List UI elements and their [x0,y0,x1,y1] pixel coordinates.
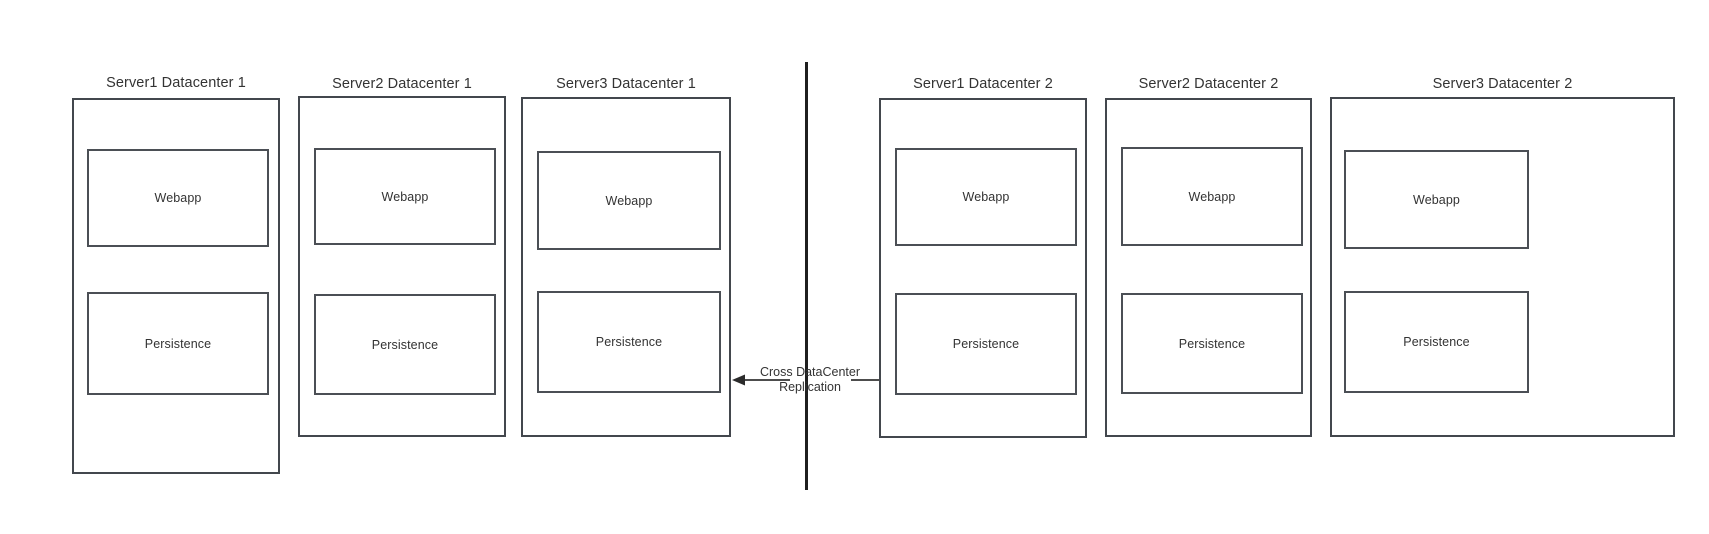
webapp-label-dc2-s3: Webapp [1413,192,1460,207]
server-title-dc2-s1: Server1 Datacenter 2 [913,76,1053,92]
server-box-dc1-s1[interactable]: Webapp Persistence [72,98,280,474]
webapp-label-dc1-s1: Webapp [154,191,202,205]
persistence-box-dc1-s3[interactable]: Persistence [537,291,721,393]
webapp-box-dc2-s3[interactable]: Webapp [1344,150,1529,249]
server-box-dc2-s3[interactable]: Webapp Persistence [1330,97,1675,437]
server-title-dc2-s2: Server2 Datacenter 2 [1138,76,1279,92]
webapp-label-dc2-s1: Webapp [962,190,1010,204]
server-box-dc2-s2[interactable]: Webapp Persistence [1105,98,1312,437]
server-title-dc2-s3: Server3 Datacenter 2 [1432,76,1573,92]
server-title-dc1-s2: Server2 Datacenter 1 [332,76,472,92]
webapp-label-dc1-s3: Webapp [605,193,653,208]
server-box-dc1-s3[interactable]: Webapp Persistence [521,97,731,437]
persistence-label-dc1-s3: Persistence [595,335,663,349]
server-box-dc2-s1[interactable]: Webapp Persistence [879,98,1087,438]
persistence-label-dc2-s2: Persistence [1178,336,1246,351]
persistence-box-dc2-s3[interactable]: Persistence [1344,291,1529,393]
webapp-box-dc2-s2[interactable]: Webapp [1121,147,1303,246]
persistence-box-dc1-s1[interactable]: Persistence [87,292,269,395]
persistence-label-dc1-s2: Persistence [371,337,439,352]
replication-label: Cross DataCenter Replication [736,365,884,395]
webapp-label-dc1-s2: Webapp [381,189,429,204]
webapp-label-dc2-s2: Webapp [1188,189,1236,204]
webapp-box-dc2-s1[interactable]: Webapp [895,148,1077,246]
persistence-box-dc2-s1[interactable]: Persistence [895,293,1077,395]
persistence-box-dc2-s2[interactable]: Persistence [1121,293,1303,394]
persistence-label-dc2-s3: Persistence [1403,335,1470,349]
webapp-box-dc1-s1[interactable]: Webapp [87,149,269,247]
server-title-dc1-s1: Server1 Datacenter 1 [106,75,246,91]
webapp-box-dc1-s2[interactable]: Webapp [314,148,496,245]
server-title-dc1-s3: Server3 Datacenter 1 [556,76,696,92]
replication-arrow-left-icon [732,374,790,386]
persistence-label-dc2-s1: Persistence [952,337,1020,351]
webapp-box-dc1-s3[interactable]: Webapp [537,151,721,250]
replication-label-line2: Replication [779,380,841,394]
persistence-label-dc1-s1: Persistence [144,336,212,351]
persistence-box-dc1-s2[interactable]: Persistence [314,294,496,395]
server-box-dc1-s2[interactable]: Webapp Persistence [298,96,506,437]
datacenter-divider [805,62,808,490]
replication-label-line1: Cross DataCenter [759,365,861,379]
